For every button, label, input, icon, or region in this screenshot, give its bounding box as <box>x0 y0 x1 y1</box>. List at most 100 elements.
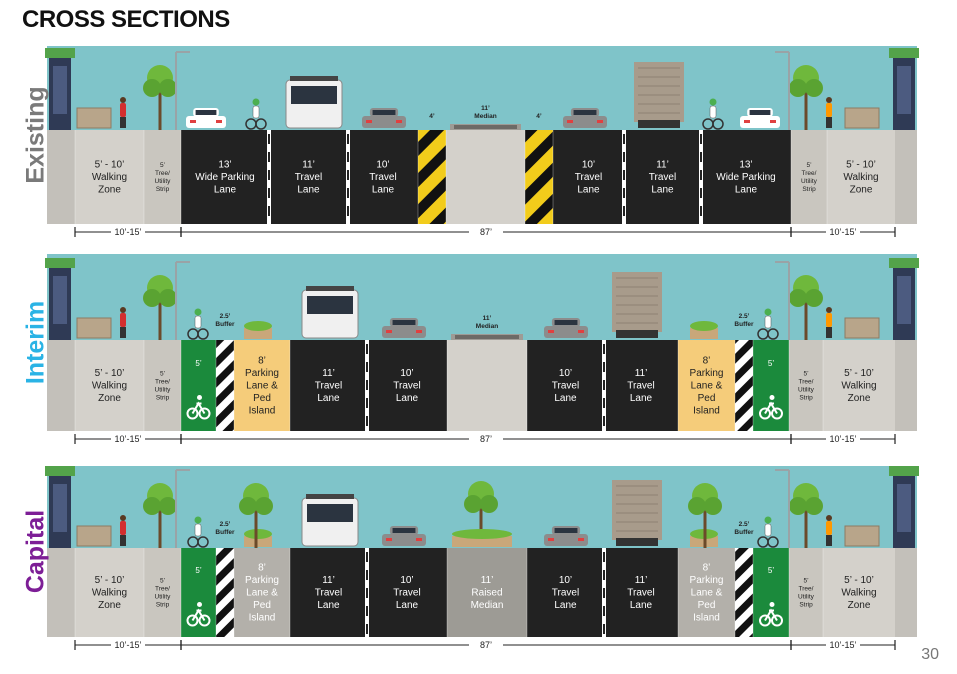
truck-box <box>612 480 662 540</box>
lane-label: Lane <box>372 185 395 196</box>
truck-bumper <box>616 330 658 338</box>
dimension-label-bg <box>469 226 503 238</box>
lane-label: 5’ - 10’ <box>846 160 876 171</box>
lane-label: Travel <box>295 172 322 183</box>
lane-label: Lane <box>554 393 577 404</box>
lane-label: 5’ <box>195 359 201 368</box>
planter-fence <box>76 107 112 129</box>
lane-label: Strip <box>802 186 816 193</box>
lane-surface <box>181 340 216 431</box>
tree-trunk <box>703 510 707 548</box>
lane-label: Tree/ <box>155 170 170 177</box>
lane-label: 5’ - 10’ <box>844 575 874 586</box>
tree-canopy <box>480 495 498 513</box>
lane-label: Tree/ <box>799 586 814 593</box>
pedestrian-legs <box>120 117 126 128</box>
tree-canopy <box>159 289 177 307</box>
bike-symbol-wheel <box>186 407 199 420</box>
car-body <box>563 116 607 128</box>
car-light <box>597 120 603 123</box>
lane-label: 11’ <box>322 368 335 379</box>
lane-label: 5’ - 10’ <box>95 368 125 379</box>
lane-label: 5’ <box>806 162 812 169</box>
tree-canopy <box>704 497 722 515</box>
cyclist-body <box>764 315 772 329</box>
bus-windshield <box>307 296 353 314</box>
pedestrian-legs <box>826 117 832 128</box>
lane-label: 5’ <box>768 359 774 368</box>
lane-label: Walking <box>92 381 127 392</box>
dimension-label: 10’-15’ <box>114 227 141 237</box>
bike-lane-symbol <box>186 395 211 420</box>
lane-label: 10’ <box>400 368 413 379</box>
lane-surface <box>75 340 144 431</box>
bicycle-wheel <box>197 536 209 548</box>
streetlight-arm <box>775 51 789 53</box>
median-grate <box>454 125 517 129</box>
planter-plants <box>452 529 512 539</box>
lane-label: Lane <box>630 600 653 611</box>
lane-label: Lane <box>735 185 758 196</box>
car-light <box>744 120 750 123</box>
planter-box <box>244 328 272 339</box>
lane-surface <box>789 548 823 637</box>
dimension-label-bg <box>826 226 860 238</box>
dimension-line: 10’-15’87’10’-15’ <box>74 639 896 651</box>
cyclist-body <box>709 105 717 119</box>
streetlight-pole <box>788 52 790 130</box>
bike-lane-symbol <box>759 395 783 420</box>
lane-label: Walking <box>841 381 876 392</box>
car-windshield <box>749 110 771 115</box>
lane-surface <box>446 130 525 224</box>
bus-windshield <box>307 504 353 522</box>
tree-canopy <box>239 497 257 515</box>
lane-label: 5’ <box>160 578 166 585</box>
cyclist-helmet <box>764 516 772 524</box>
lane-label: Utility <box>155 178 172 185</box>
building-awning <box>889 258 919 268</box>
lane-surface <box>604 548 678 637</box>
lane-label: 11’ <box>656 160 669 171</box>
lane-top-label: Buffer <box>215 321 235 328</box>
lane-surface <box>527 340 604 431</box>
planter-fence <box>76 525 112 547</box>
lane-label: 13’ <box>218 160 231 171</box>
lane-label: Lane & <box>691 381 723 392</box>
car-light <box>366 120 372 123</box>
street-scenery <box>45 258 919 340</box>
lane-surface <box>234 548 290 637</box>
planter-box <box>690 328 718 339</box>
lane-label: Utility <box>798 387 815 394</box>
lane-label: Lane <box>577 185 600 196</box>
pedestrian-body <box>826 521 832 535</box>
building-edge <box>895 548 917 637</box>
lane-top-label: Buffer <box>734 321 754 328</box>
car-body <box>362 116 406 128</box>
bike-symbol-frame <box>764 608 778 622</box>
lane-label: Zone <box>98 600 121 611</box>
lane-top-label: Buffer <box>215 529 235 536</box>
lane-label: 11’ <box>635 368 648 379</box>
dimension-label-bg <box>111 433 145 445</box>
dimension-label-bg <box>111 639 145 651</box>
lane-surface <box>678 340 735 431</box>
lane-surface <box>624 130 701 224</box>
lane-label: Ped <box>698 393 716 404</box>
lane-label: 11’ <box>302 160 315 171</box>
tree-canopy <box>789 497 807 515</box>
lane-label: Zone <box>98 393 121 404</box>
cyclist-helmet <box>709 98 717 106</box>
pedestrian-head <box>120 515 126 521</box>
dimension-label: 87’ <box>480 227 492 237</box>
